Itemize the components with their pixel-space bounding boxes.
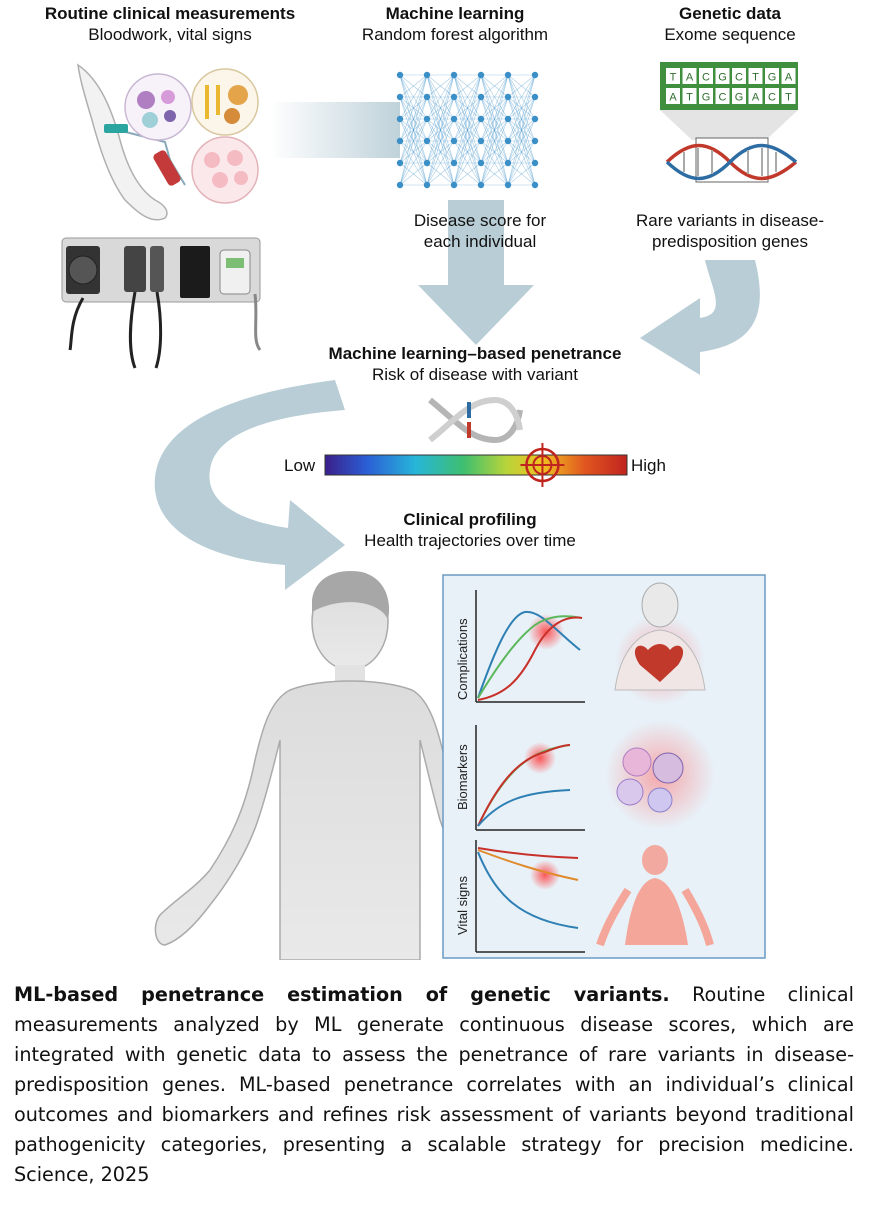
base-letter: T — [785, 92, 792, 104]
penetrance-header: Machine learning–based penetrance Risk o… — [290, 343, 660, 385]
base-letter: G — [718, 72, 727, 84]
penetrance-subtitle: Risk of disease with variant — [372, 365, 578, 384]
ml-title: Machine learning — [385, 4, 525, 23]
risk-gradient-bar — [324, 454, 628, 476]
body-vitals-icon — [596, 845, 714, 947]
profiling-panel — [442, 574, 766, 959]
base-cell — [682, 68, 697, 84]
panel-label-complications: Complications — [455, 618, 470, 700]
base-cell — [682, 88, 697, 104]
base-cell — [765, 88, 779, 104]
dna-helix-icon — [665, 143, 798, 181]
routine-header: Routine clinical measurements Bloodwork,… — [25, 3, 315, 45]
base-letter: A — [785, 72, 793, 84]
base-cell — [715, 88, 730, 104]
rare-variants-line-2: predisposition genes — [652, 232, 808, 251]
base-letter: C — [719, 92, 727, 104]
base-letter: G — [735, 92, 744, 104]
curved-arrow-icon — [640, 260, 760, 375]
penetrance-title: Machine learning–based penetrance — [328, 344, 622, 363]
base-letter: A — [669, 92, 677, 104]
profiling-header: Clinical profiling Health trajectories o… — [320, 509, 620, 551]
base-letter: C — [735, 72, 743, 84]
heart-torso-icon — [614, 582, 706, 705]
base-cell — [748, 68, 763, 84]
caption-title: ML-based penetrance estimation of geneti… — [14, 983, 670, 1006]
base-cell — [781, 68, 796, 84]
base-cell — [732, 88, 746, 104]
panel-label-biomarkers: Biomarkers — [455, 744, 470, 810]
caption-text: Routine clinical measurements analyzed b… — [14, 983, 854, 1186]
base-cell — [699, 68, 713, 84]
base-letter: G — [702, 92, 711, 104]
base-cell — [666, 68, 680, 84]
profiling-subtitle: Health trajectories over time — [364, 531, 576, 550]
genetic-header: Genetic data Exome sequence — [630, 3, 830, 45]
base-letter: C — [702, 72, 710, 84]
base-cell — [666, 88, 680, 104]
risk-low-label: Low — [284, 456, 316, 475]
disease-score-note: Disease score for each individual — [380, 210, 580, 252]
routine-title: Routine clinical measurements — [44, 4, 296, 23]
network-icon — [396, 71, 539, 189]
base-cell — [765, 68, 779, 84]
base-letter: A — [686, 72, 694, 84]
biomarkers-chart — [475, 725, 585, 831]
blood-cells-icon — [124, 68, 259, 204]
figure-caption: ML-based penetrance estimation of geneti… — [14, 980, 854, 1190]
down-arrow-icon — [418, 200, 534, 345]
big-curved-arrow-icon — [154, 380, 345, 590]
ml-subtitle: Random forest algorithm — [361, 25, 549, 44]
base-letter: T — [686, 92, 693, 104]
base-cell — [732, 68, 746, 84]
vital-signs-chart — [475, 840, 585, 953]
flow-band — [270, 102, 400, 158]
base-letter: T — [670, 72, 677, 84]
profiling-title: Clinical profiling — [403, 510, 537, 529]
genetic-subtitle: Exome sequence — [664, 25, 796, 44]
ml-header: Machine learning Random forest algorithm — [330, 3, 580, 45]
arm-illustration — [77, 63, 186, 221]
base-cell — [715, 68, 730, 84]
complications-chart — [475, 590, 585, 703]
genetic-title: Genetic data — [678, 4, 782, 23]
risk-high-label: High — [631, 456, 666, 475]
disease-score-line-2: each individual — [423, 232, 537, 251]
base-letter: T — [752, 72, 759, 84]
base-cell — [748, 88, 763, 104]
rare-variants-note: Rare variants in disease- predisposition… — [610, 210, 850, 252]
base-letter: C — [768, 92, 776, 104]
vital-signs-device-icon — [61, 237, 262, 369]
disease-score-line-1: Disease score for — [413, 211, 547, 230]
base-cell — [781, 88, 796, 104]
variant-dna-icon — [428, 396, 523, 444]
blood-cells-panel-icon — [605, 720, 715, 830]
panel-label-vital-signs: Vital signs — [455, 875, 470, 935]
base-letter: A — [752, 92, 760, 104]
base-cell — [699, 88, 713, 104]
base-letter: G — [768, 72, 777, 84]
target-marker-icon — [520, 443, 565, 487]
routine-subtitle: Bloodwork, vital signs — [88, 25, 252, 44]
rare-variants-line-1: Rare variants in disease- — [635, 211, 825, 230]
